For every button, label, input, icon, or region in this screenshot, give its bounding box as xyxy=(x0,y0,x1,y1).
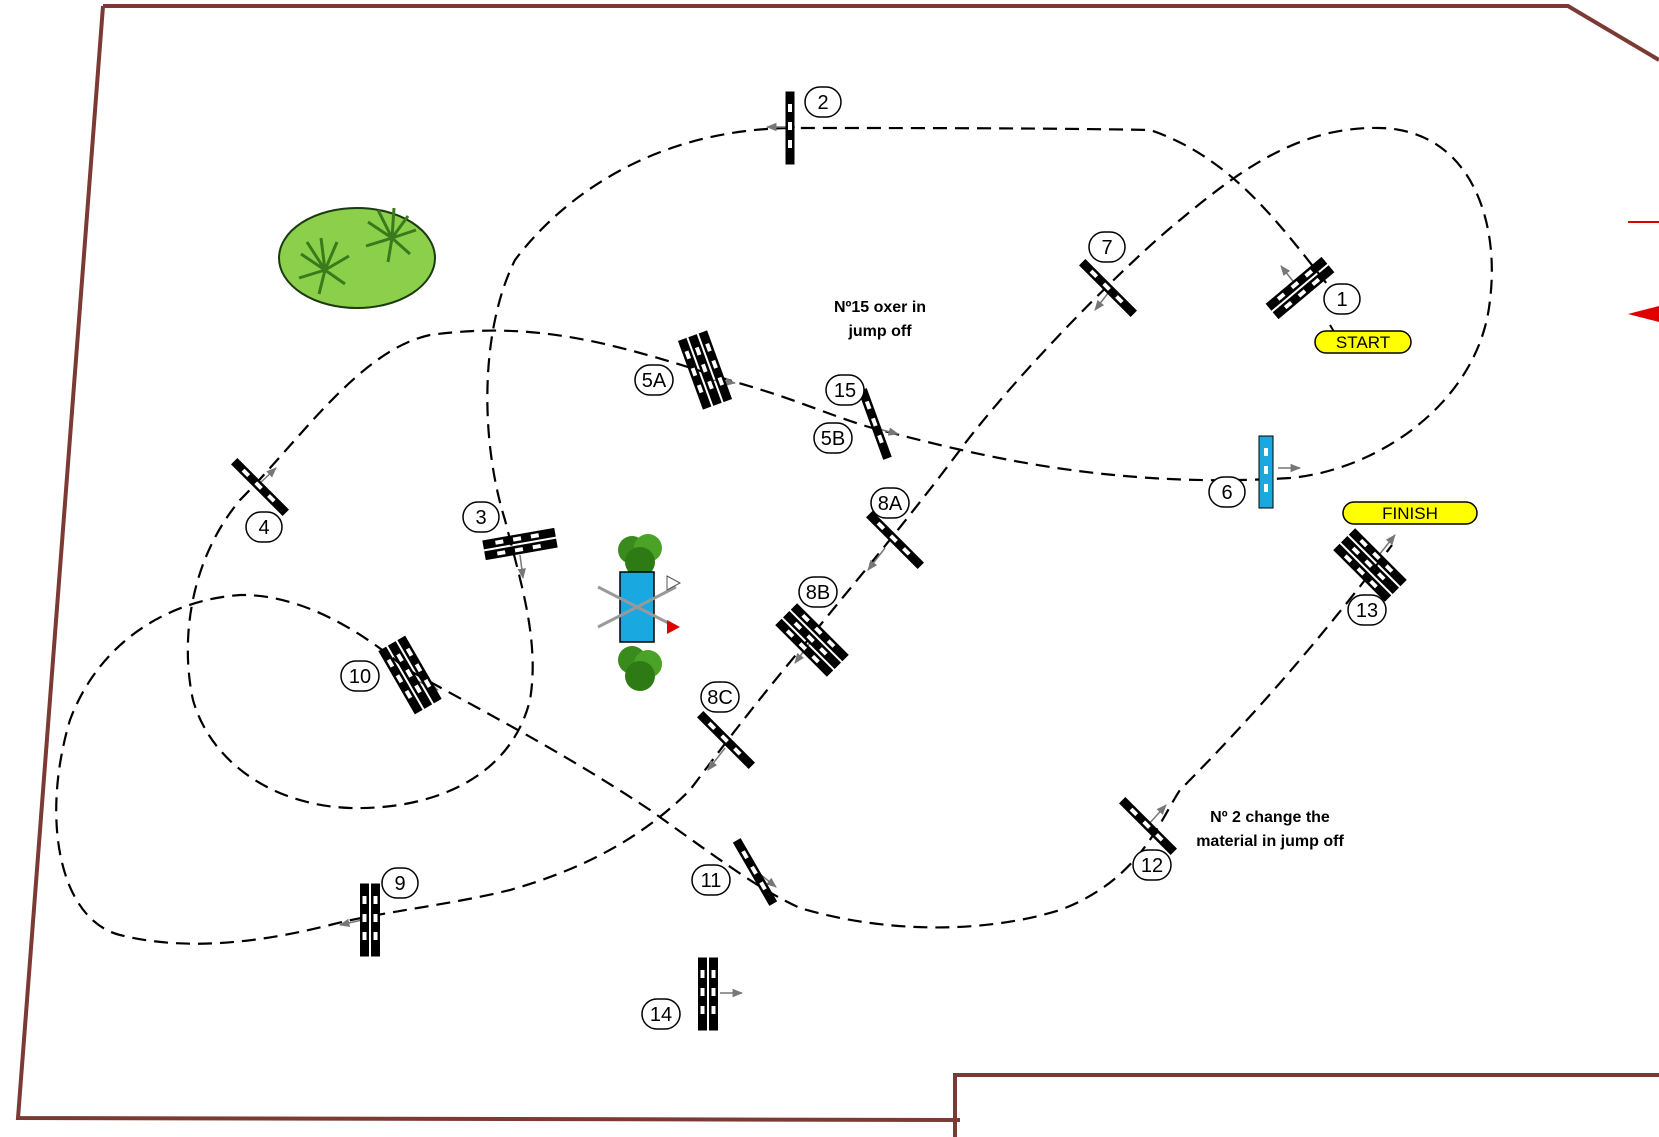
obstacle-number-text: 9 xyxy=(394,873,405,895)
obstacle-number-11: 11 xyxy=(691,864,731,896)
obstacle-number-text: 14 xyxy=(650,1004,672,1026)
fence-8a xyxy=(866,511,924,569)
obstacle-number-9: 9 xyxy=(381,867,419,899)
obstacle-number-4: 4 xyxy=(245,511,283,543)
fence-8b xyxy=(775,603,849,677)
obstacle-number-5b: 5B xyxy=(813,422,853,454)
start-label: START xyxy=(1336,333,1390,352)
fence-11 xyxy=(732,838,778,906)
bush-decoration xyxy=(278,207,436,309)
obstacle-number-3: 3 xyxy=(462,501,500,533)
course-path xyxy=(55,126,1493,945)
note-change-line2: material in jump off xyxy=(1196,833,1344,850)
obstacle-number-text: 3 xyxy=(475,507,486,529)
obstacle-number-text: 12 xyxy=(1141,855,1163,877)
obstacle-number-8b: 8B xyxy=(798,576,838,608)
finish-marker: FINISH xyxy=(1342,501,1478,525)
obstacle-number-7: 7 xyxy=(1088,231,1126,263)
obstacle-number-text: 8C xyxy=(707,687,733,709)
water-tray-obstacle xyxy=(597,534,682,691)
white-flag-icon xyxy=(666,575,682,591)
fence-7 xyxy=(1079,259,1137,317)
obstacle-number-text: 4 xyxy=(258,517,269,539)
obstacle-number-text: 7 xyxy=(1101,237,1112,259)
fence-3 xyxy=(482,527,558,561)
note-oxer-line2: jump off xyxy=(847,323,912,340)
arena-border xyxy=(15,3,1659,1122)
fence-14 xyxy=(698,957,718,1031)
entrance-arrow-icon xyxy=(1628,306,1659,322)
obstacle-number-text: 1 xyxy=(1336,289,1347,311)
fence-8c xyxy=(697,711,755,769)
fence-13 xyxy=(1333,528,1407,602)
fence-5b xyxy=(858,388,892,460)
obstacle-number-15: 15 xyxy=(825,374,865,406)
obstacle-number-text: 5B xyxy=(821,428,845,450)
fence-9 xyxy=(360,883,380,957)
finish-label: FINISH xyxy=(1382,504,1438,523)
obstacle-number-text: 6 xyxy=(1221,482,1232,504)
fence-12 xyxy=(1119,797,1177,855)
note-change-line1: Nº 2 change the xyxy=(1210,809,1330,826)
obstacle-number-text: 15 xyxy=(834,380,856,402)
fence-4 xyxy=(231,458,289,516)
tree-top-icon xyxy=(618,534,662,577)
fence-6 xyxy=(1258,435,1274,509)
obstacle-number-text: 2 xyxy=(817,92,828,114)
obstacle-number-1: 1 xyxy=(1323,283,1361,315)
tree-bottom-icon xyxy=(618,646,662,691)
fence-5a xyxy=(677,330,733,410)
obstacle-number-text: 8B xyxy=(806,582,830,604)
obstacle-number-10: 10 xyxy=(340,660,380,692)
obstacle-number-text: 11 xyxy=(701,870,722,892)
obstacle-number-14: 14 xyxy=(641,998,681,1030)
obstacle-number-6: 6 xyxy=(1208,476,1246,508)
fence-2 xyxy=(785,91,795,165)
obstacle-number-8c: 8C xyxy=(700,681,740,713)
fence-10 xyxy=(378,635,442,715)
obstacle-number-text: 13 xyxy=(1356,600,1378,622)
fences-layer xyxy=(231,91,1407,1031)
red-flag-icon xyxy=(667,620,680,634)
note-oxer-line1: Nº15 oxer in xyxy=(834,299,926,316)
obstacle-number-12: 12 xyxy=(1132,849,1172,881)
obstacle-number-5a: 5A xyxy=(634,364,674,396)
obstacle-number-text: 5A xyxy=(642,370,667,392)
obstacle-number-text: 8A xyxy=(878,493,903,515)
obstacle-number-text: 10 xyxy=(349,666,371,688)
arena-border-inner xyxy=(953,1073,1659,1137)
obstacle-number-8a: 8A xyxy=(870,487,910,519)
fence-1 xyxy=(1265,256,1335,320)
obstacle-number-13: 13 xyxy=(1347,594,1387,626)
start-marker: START xyxy=(1314,324,1412,354)
obstacle-number-2: 2 xyxy=(804,86,842,118)
